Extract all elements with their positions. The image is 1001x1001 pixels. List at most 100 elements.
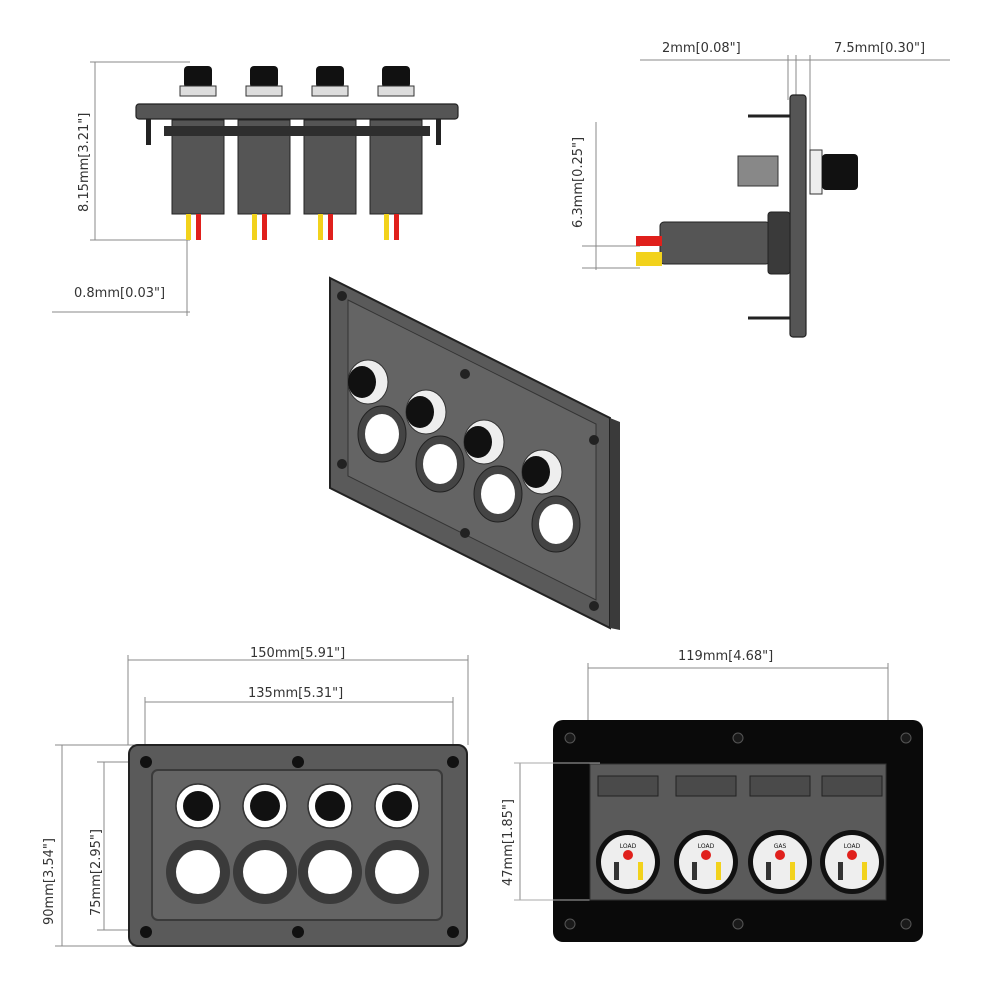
front-socket-hole	[375, 850, 419, 894]
front-socket-hole	[243, 850, 287, 894]
top-button-cap	[316, 66, 344, 88]
iso-view	[329, 276, 620, 630]
side-wire-yellow	[636, 252, 662, 266]
back-screw	[900, 732, 912, 744]
front-switch	[166, 783, 230, 904]
iso-switch	[521, 449, 581, 553]
top-wire-red	[196, 214, 201, 240]
back-terminal-black	[766, 862, 771, 880]
dim-back-width: 119mm[4.68"]	[678, 649, 773, 664]
top-wire-red	[262, 214, 267, 240]
top-flange	[135, 103, 459, 120]
back-socket: GAS	[748, 775, 812, 894]
top-wire-yellow	[384, 214, 389, 240]
back-socket-label: LOAD	[698, 843, 715, 850]
front-switch	[298, 783, 362, 904]
back-socket-led	[623, 850, 633, 860]
top-socket-nut	[296, 126, 364, 136]
iso-socket-hole	[423, 444, 457, 484]
top-switch	[164, 66, 232, 240]
top-wire-red	[328, 214, 333, 240]
dim-front-holes: 135mm[5.31"]	[248, 686, 343, 701]
dim-side-panel: 2mm[0.08"]	[662, 41, 741, 56]
back-terminal-black	[692, 862, 697, 880]
iso-switch	[463, 419, 523, 523]
iso-button-cap	[522, 456, 550, 488]
front-screw	[447, 926, 459, 938]
front-screw	[447, 756, 459, 768]
top-button-cap	[382, 66, 410, 88]
dim-top-height: 8.15mm[3.21"]	[77, 113, 92, 212]
side-view: 2mm[0.08"] 7.5mm[0.30"] 6.3mm[0.25"]	[571, 41, 950, 338]
side-plate	[789, 94, 807, 338]
top-wire-yellow	[186, 214, 191, 240]
top-socket-nut	[230, 126, 298, 136]
top-button-cap	[250, 66, 278, 88]
back-switch-block	[749, 775, 811, 797]
back-socket-led	[701, 850, 711, 860]
top-socket-nut	[362, 126, 430, 136]
back-screw	[900, 918, 912, 930]
top-button-bezel	[179, 85, 217, 97]
front-screw	[292, 926, 304, 938]
back-socket-label: LOAD	[844, 843, 861, 850]
front-screw	[140, 756, 152, 768]
iso-socket-hole	[365, 414, 399, 454]
front-screw	[292, 756, 304, 768]
iso-switch	[405, 389, 465, 493]
top-switch	[230, 66, 298, 240]
top-wire-yellow	[318, 214, 323, 240]
back-socket-led	[847, 850, 857, 860]
dim-front-width: 150mm[5.91"]	[250, 646, 345, 661]
dim-front-height: 90mm[3.54"]	[42, 838, 57, 925]
top-button-bezel	[311, 85, 349, 97]
iso-switch	[347, 359, 407, 463]
dim-front-inner: 75mm[2.95"]	[89, 829, 104, 916]
back-terminal-yellow	[862, 862, 867, 880]
top-wire-red	[394, 214, 399, 240]
front-switch	[233, 783, 297, 904]
back-socket: LOAD	[820, 775, 884, 894]
back-switch-block	[597, 775, 659, 797]
back-screw	[564, 918, 576, 930]
dim-back-height: 47mm[1.85"]	[501, 799, 516, 886]
back-terminal-yellow	[638, 862, 643, 880]
dim-side-button: 7.5mm[0.30"]	[834, 41, 925, 56]
top-button-bezel	[377, 85, 415, 97]
back-socket: LOAD	[674, 775, 738, 894]
iso-socket-hole	[539, 504, 573, 544]
back-socket-led	[775, 850, 785, 860]
front-socket-hole	[176, 850, 220, 894]
back-socket: LOAD	[596, 775, 660, 894]
back-socket-label: GAS	[774, 843, 787, 850]
front-view: 150mm[5.91"] 135mm[5.31"] 90mm[3.54"] 75…	[42, 646, 469, 947]
iso-socket-hole	[481, 474, 515, 514]
back-screw	[564, 732, 576, 744]
top-button-bezel	[245, 85, 283, 97]
back-view: 119mm[4.68"] 47mm[1.85"] LOAD LOAD GAS LOAD	[501, 649, 923, 942]
top-view: 8.15mm[3.21"] 0.8mm[0.03"]	[52, 61, 459, 316]
back-terminal-yellow	[716, 862, 721, 880]
dim-top-lead: 0.8mm[0.03"]	[74, 286, 165, 301]
front-switch	[365, 783, 429, 904]
back-terminal-black	[838, 862, 843, 880]
iso-button-cap	[406, 396, 434, 428]
iso-button-cap	[348, 366, 376, 398]
back-terminal-black	[614, 862, 619, 880]
back-socket-label: LOAD	[620, 843, 637, 850]
front-button-cap	[250, 791, 280, 821]
front-screw	[140, 926, 152, 938]
top-wire-yellow	[252, 214, 257, 240]
top-button-cap	[184, 66, 212, 88]
iso-button-cap	[464, 426, 492, 458]
back-terminal-yellow	[790, 862, 795, 880]
back-switch-block	[821, 775, 883, 797]
top-socket-nut	[164, 126, 232, 136]
front-button-cap	[382, 791, 412, 821]
top-switch	[362, 66, 430, 240]
front-socket-hole	[308, 850, 352, 894]
dim-side-terminal: 6.3mm[0.25"]	[571, 137, 586, 228]
front-button-cap	[315, 791, 345, 821]
back-screw	[732, 918, 744, 930]
